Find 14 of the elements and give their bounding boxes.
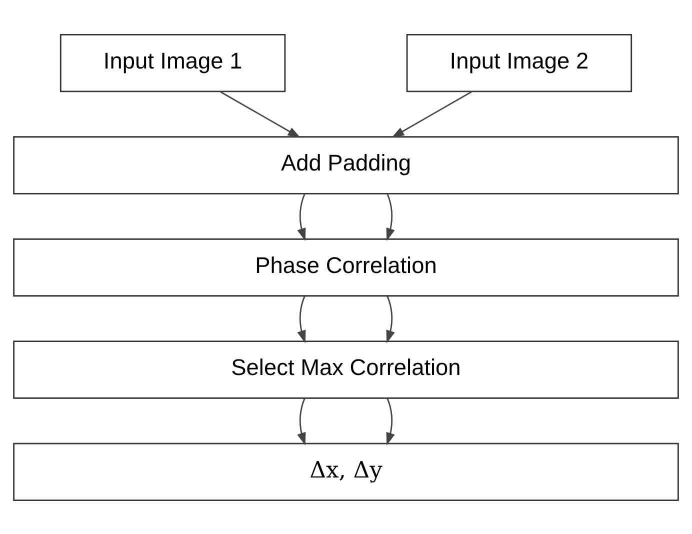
arrow bbox=[386, 398, 395, 445]
node-box: Phase Correlation bbox=[13, 238, 679, 296]
arrow bbox=[220, 90, 301, 138]
arrow bbox=[297, 295, 306, 343]
arrow bbox=[386, 295, 395, 343]
arrow bbox=[391, 90, 472, 138]
node-box: Select Max Correlation bbox=[13, 340, 679, 398]
arrow bbox=[297, 398, 306, 445]
node-box: Δx, Δy bbox=[13, 442, 679, 501]
arrow bbox=[297, 193, 306, 241]
node-box: Add Padding bbox=[13, 136, 679, 194]
node-box: Input Image 1 bbox=[60, 33, 286, 92]
arrow bbox=[386, 193, 395, 241]
node-box: Input Image 2 bbox=[406, 33, 632, 92]
